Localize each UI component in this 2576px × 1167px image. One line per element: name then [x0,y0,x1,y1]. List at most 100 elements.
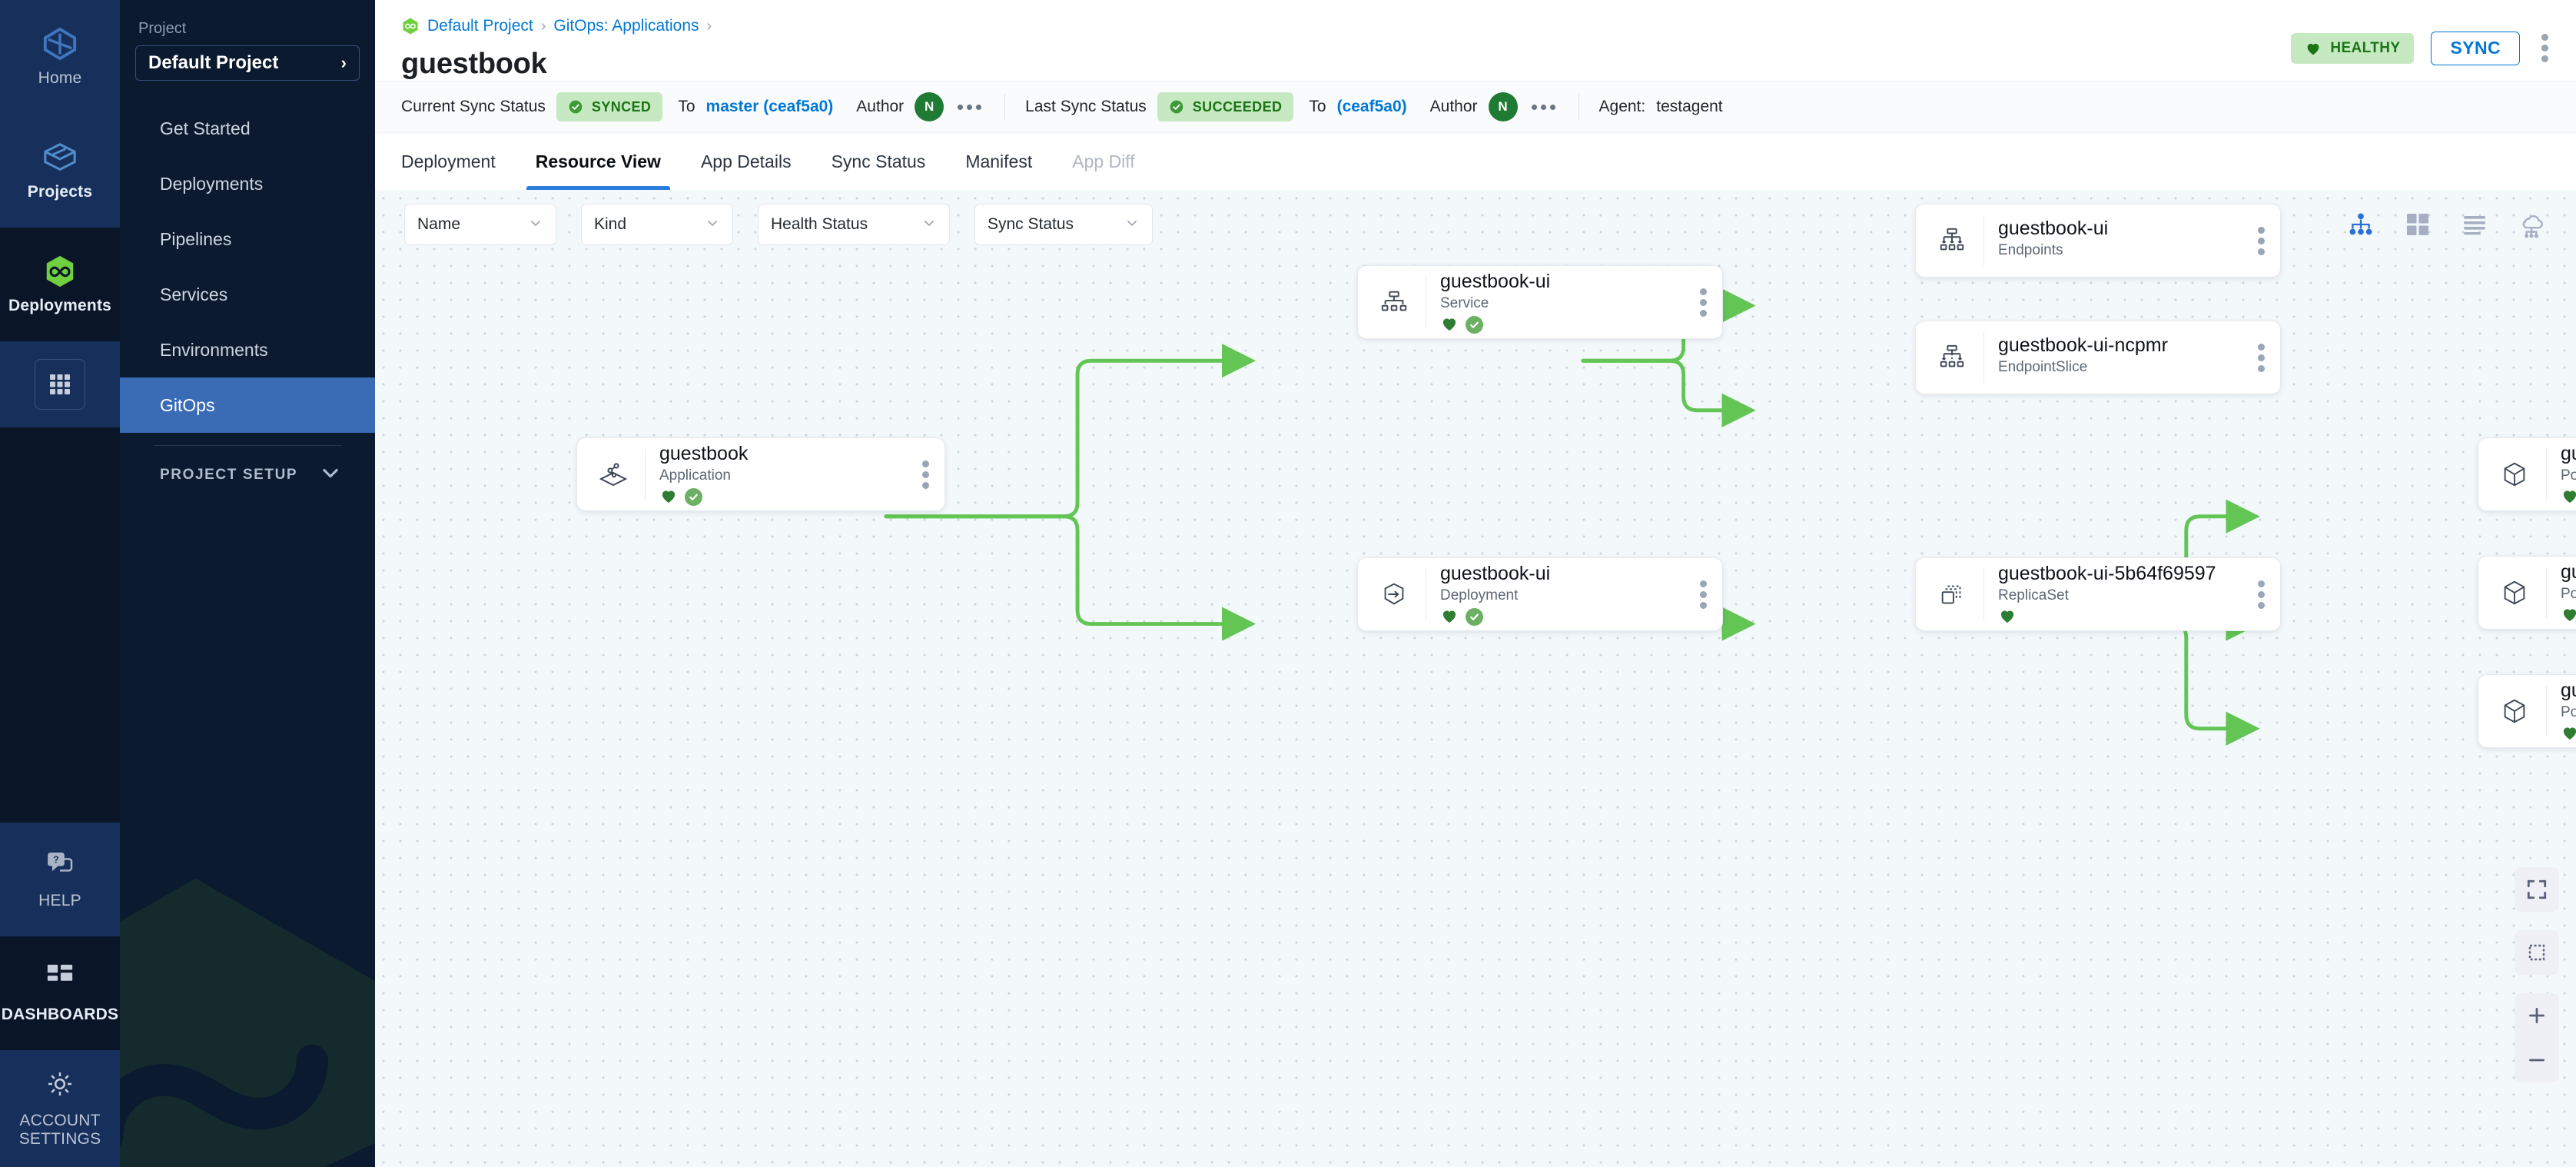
header-actions: HEALTHY SYNC [2291,29,2553,67]
sidebar-item-get-started[interactable]: Get Started [120,101,375,156]
rail-item-deployments[interactable]: Deployments [0,228,120,341]
zoom-out-icon[interactable] [2515,1038,2559,1082]
project-sidebar: Project Default Project › Get Started De… [120,0,375,1167]
icon-rail: Home Projects Deployments [0,0,120,1167]
status-badge-succeeded: SUCCEEDED [1157,92,1294,121]
gear-icon [42,1069,78,1104]
rail-item-modules[interactable] [0,341,120,427]
svg-text:?: ? [53,854,59,865]
last-author-more-icon[interactable] [1529,101,1559,113]
node-status [1998,608,2242,627]
breadcrumb-item-gitops-applications[interactable]: GitOps: Applications [553,17,699,35]
sidebar-section-project-setup[interactable]: PROJECT SETUP [120,446,375,504]
heart-icon [1998,607,2017,628]
node-body: guestbook-ui-5b64f69597 ReplicaSet [1998,555,2242,634]
project-selector[interactable]: Default Project › [135,45,360,81]
node-divider [1983,569,1984,620]
node-body: guestbook-ui-5b64f6959… Pod [2561,672,2576,751]
card-view-icon[interactable] [2402,209,2433,240]
tab-sync-status[interactable]: Sync Status [831,151,926,171]
heart-icon [659,487,678,508]
sync-button[interactable]: SYNC [2431,31,2520,65]
rail-item-home[interactable]: Home [0,0,120,114]
filter-sync-status[interactable]: Sync Status [974,204,1153,245]
replicaset-icon [1930,580,1974,609]
node-status [659,488,907,507]
rail-item-account-settings[interactable]: ACCOUNT SETTINGS [0,1050,120,1167]
node-more-options-icon[interactable] [1685,580,1722,609]
node-body: guestbook-ui Service [1440,263,1685,342]
node-body: guestbook-ui-5b64f6959… Pod [2561,554,2576,633]
filter-name[interactable]: Name [404,204,556,245]
last-sync-status-label: Last Sync Status [1025,98,1147,115]
node-more-options-icon[interactable] [2242,226,2280,255]
graph-node-application[interactable]: guestbook Application [576,437,945,511]
current-author-more-icon[interactable] [954,101,984,113]
sidebar-item-deployments[interactable]: Deployments [120,156,375,211]
sidebar-item-label: Get Started [160,118,251,138]
list-view-icon[interactable] [2459,209,2490,240]
node-divider [2546,686,2547,736]
node-kind: Service [1440,294,1489,311]
current-sync-target-link[interactable]: master (ceaf5a0) [705,98,834,115]
graph-node-pod-1[interactable]: guestbook-ui-5b64f6959… Pod [2478,437,2576,511]
sidebar-item-gitops[interactable]: GitOps [120,377,375,433]
sidebar-item-services[interactable]: Services [120,267,375,322]
rail-item-dashboards[interactable]: DASHBOARDS [0,936,120,1050]
page-header: Default Project › GitOps: Applications ›… [375,0,2576,81]
graph-node-deployment[interactable]: guestbook-ui Deployment [1357,557,1723,631]
node-more-options-icon[interactable] [2242,580,2280,609]
graph-node-service[interactable]: guestbook-ui Service [1357,265,1723,339]
breadcrumb-item-default-project[interactable]: Default Project [427,17,533,35]
chevron-down-icon [1124,215,1140,234]
service-icon [1372,288,1416,317]
filter-health-status[interactable]: Health Status [758,204,950,245]
graph-node-pod-2[interactable]: guestbook-ui-5b64f6959… Pod [2478,556,2576,630]
node-divider [645,449,646,500]
last-sync-status-group: Last Sync Status SUCCEEDED To (ceaf5a0) … [1025,92,1558,121]
graph-node-replicaset[interactable]: guestbook-ui-5b64f69597 ReplicaSet [1915,557,2281,631]
node-kind: Application [659,467,731,484]
cloud-view-icon[interactable] [2516,209,2547,240]
modules-grid-icon[interactable] [35,359,85,410]
pod-icon [2492,460,2537,489]
node-status [2561,725,2576,743]
filter-kind[interactable]: Kind [581,204,733,245]
node-divider [1983,332,1984,383]
tab-manifest[interactable]: Manifest [965,151,1033,171]
rail-item-projects[interactable]: Projects [0,114,120,228]
more-options-icon[interactable] [2537,29,2553,67]
sidebar-item-label: Services [160,284,228,304]
sidebar-item-pipelines[interactable]: Pipelines [120,211,375,267]
node-divider [2546,449,2547,500]
last-sync-target-link[interactable]: (ceaf5a0) [1336,98,1407,115]
sidebar-item-environments[interactable]: Environments [120,322,375,377]
tab-app-details[interactable]: App Details [700,151,792,171]
graph-node-pod-3[interactable]: guestbook-ui-5b64f6959… Pod [2478,674,2576,748]
check-circle-icon [568,99,583,115]
filter-name-label: Name [417,215,461,233]
resource-graph-canvas[interactable]: Name Kind Health Status [375,190,2576,1167]
node-more-options-icon[interactable] [907,460,944,489]
node-more-options-icon[interactable] [1685,288,1722,317]
tab-resource-view[interactable]: Resource View [516,133,681,190]
zoom-in-icon[interactable] [2515,993,2559,1038]
avatar: N [915,92,944,121]
home-diamond-icon [42,26,78,62]
zoom-stack [2515,993,2559,1082]
check-circle-icon [1466,316,1483,334]
fit-screen-icon[interactable] [2515,867,2559,912]
node-status [1440,316,1685,334]
tab-deployment[interactable]: Deployment [401,151,496,171]
graph-node-endpointslice[interactable]: guestbook-ui-ncpmr EndpointSlice [1915,321,2281,394]
rail-item-help[interactable]: ? HELP [0,823,120,936]
node-more-options-icon[interactable] [2242,343,2280,372]
node-kind: Pod [2561,467,2576,484]
graph-node-endpoints[interactable]: guestbook-ui Endpoints [1915,204,2281,278]
help-chat-icon: ? [42,849,78,884]
chevron-down-icon [705,215,720,234]
select-box-icon[interactable] [2515,930,2559,975]
node-kind: ReplicaSet [1998,587,2069,603]
node-divider [1983,215,1984,266]
graph-view-icon[interactable] [2345,209,2376,240]
